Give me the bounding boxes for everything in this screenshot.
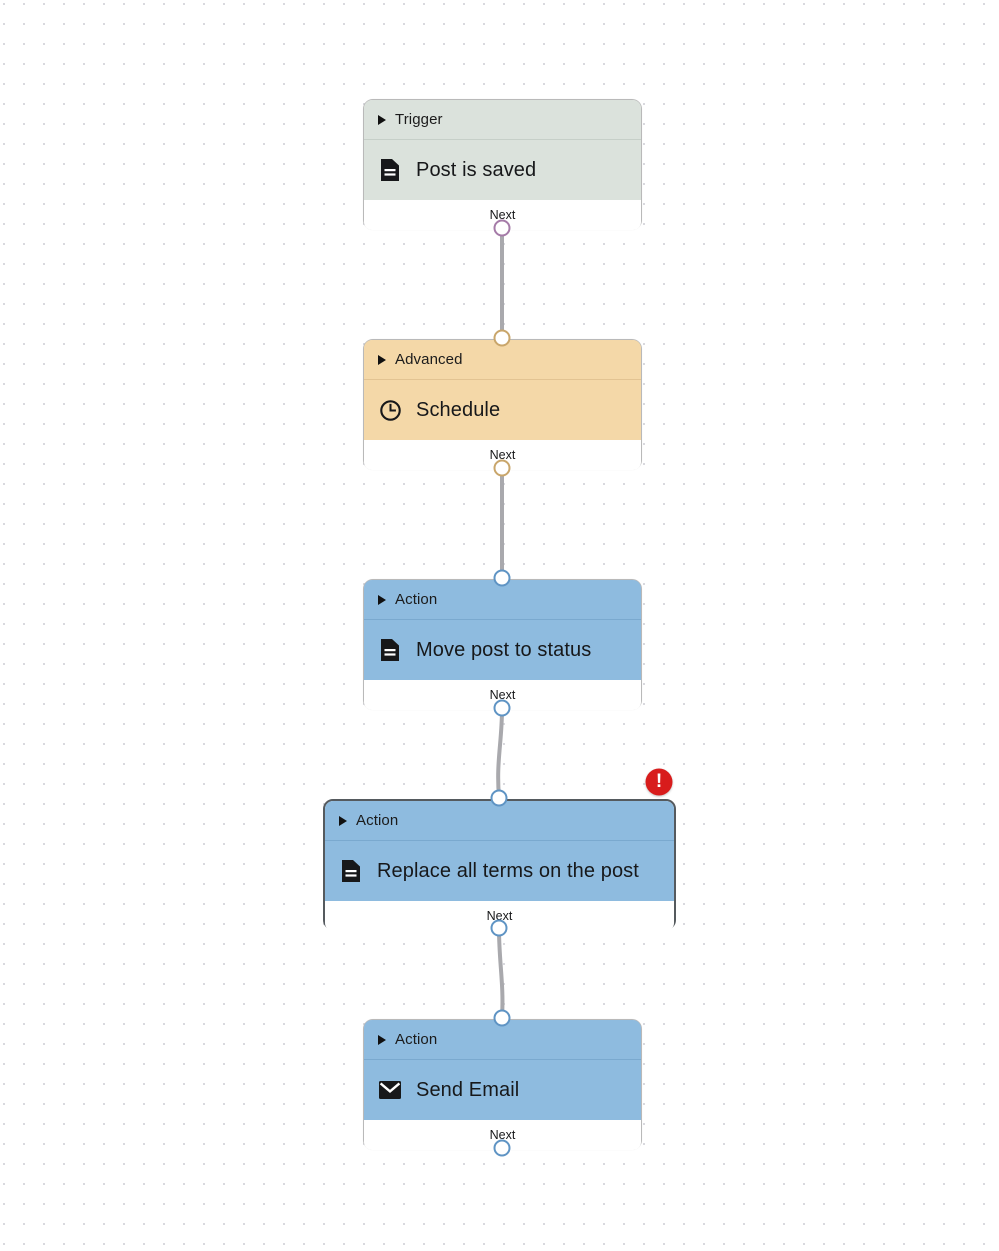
envelope-icon [378, 1078, 402, 1102]
node-title: Move post to status [416, 638, 592, 661]
disclosure-triangle-icon[interactable] [378, 354, 386, 365]
node-header[interactable]: Action [364, 580, 641, 620]
node-category-label: Advanced [395, 351, 463, 368]
node-header[interactable]: Action [364, 1020, 641, 1060]
document-icon [378, 638, 402, 662]
node-title: Replace all terms on the post [377, 859, 639, 882]
node-next-label: Next [486, 909, 513, 923]
node-header[interactable]: Action [325, 801, 674, 841]
connector-edge[interactable] [497, 927, 505, 1019]
node-category-label: Action [356, 812, 399, 829]
node-body[interactable]: Send Email [364, 1060, 641, 1120]
node-input-port[interactable] [493, 569, 511, 587]
node-header[interactable]: Trigger [364, 100, 641, 140]
node-output-port[interactable] [490, 919, 508, 937]
connector-edge[interactable] [496, 707, 504, 799]
node-next-label: Next [489, 688, 516, 702]
disclosure-triangle-icon[interactable] [378, 594, 386, 605]
node-input-port[interactable] [493, 1009, 511, 1027]
node-next-label: Next [489, 1128, 516, 1142]
node-title: Send Email [416, 1078, 520, 1101]
exclamation-glyph: ! [655, 771, 663, 792]
node-category-label: Action [395, 1031, 438, 1048]
node-title: Schedule [416, 398, 501, 421]
node-next-label: Next [489, 448, 516, 462]
node-header[interactable]: Advanced [364, 340, 641, 380]
node-category-label: Action [395, 591, 438, 608]
node-output-port[interactable] [493, 219, 511, 237]
node-body[interactable]: Move post to status [364, 620, 641, 680]
node-input-port[interactable] [490, 789, 508, 807]
node-body[interactable]: Replace all terms on the post [325, 841, 674, 901]
node-title: Post is saved [416, 158, 537, 181]
node-output-port[interactable] [493, 459, 511, 477]
disclosure-triangle-icon[interactable] [378, 114, 386, 125]
node-output-port[interactable] [493, 1139, 511, 1157]
document-icon [378, 158, 402, 182]
error-badge-icon[interactable]: ! [645, 768, 673, 796]
clock-icon [378, 398, 402, 422]
node-body[interactable]: Post is saved [364, 140, 641, 200]
node-output-port[interactable] [493, 699, 511, 717]
disclosure-triangle-icon[interactable] [339, 815, 347, 826]
disclosure-triangle-icon[interactable] [378, 1034, 386, 1045]
node-category-label: Trigger [395, 111, 443, 128]
node-next-label: Next [489, 208, 516, 222]
node-input-port[interactable] [493, 329, 511, 347]
document-icon [339, 859, 363, 883]
node-body[interactable]: Schedule [364, 380, 641, 440]
node-next-footer[interactable]: Next [364, 680, 641, 710]
